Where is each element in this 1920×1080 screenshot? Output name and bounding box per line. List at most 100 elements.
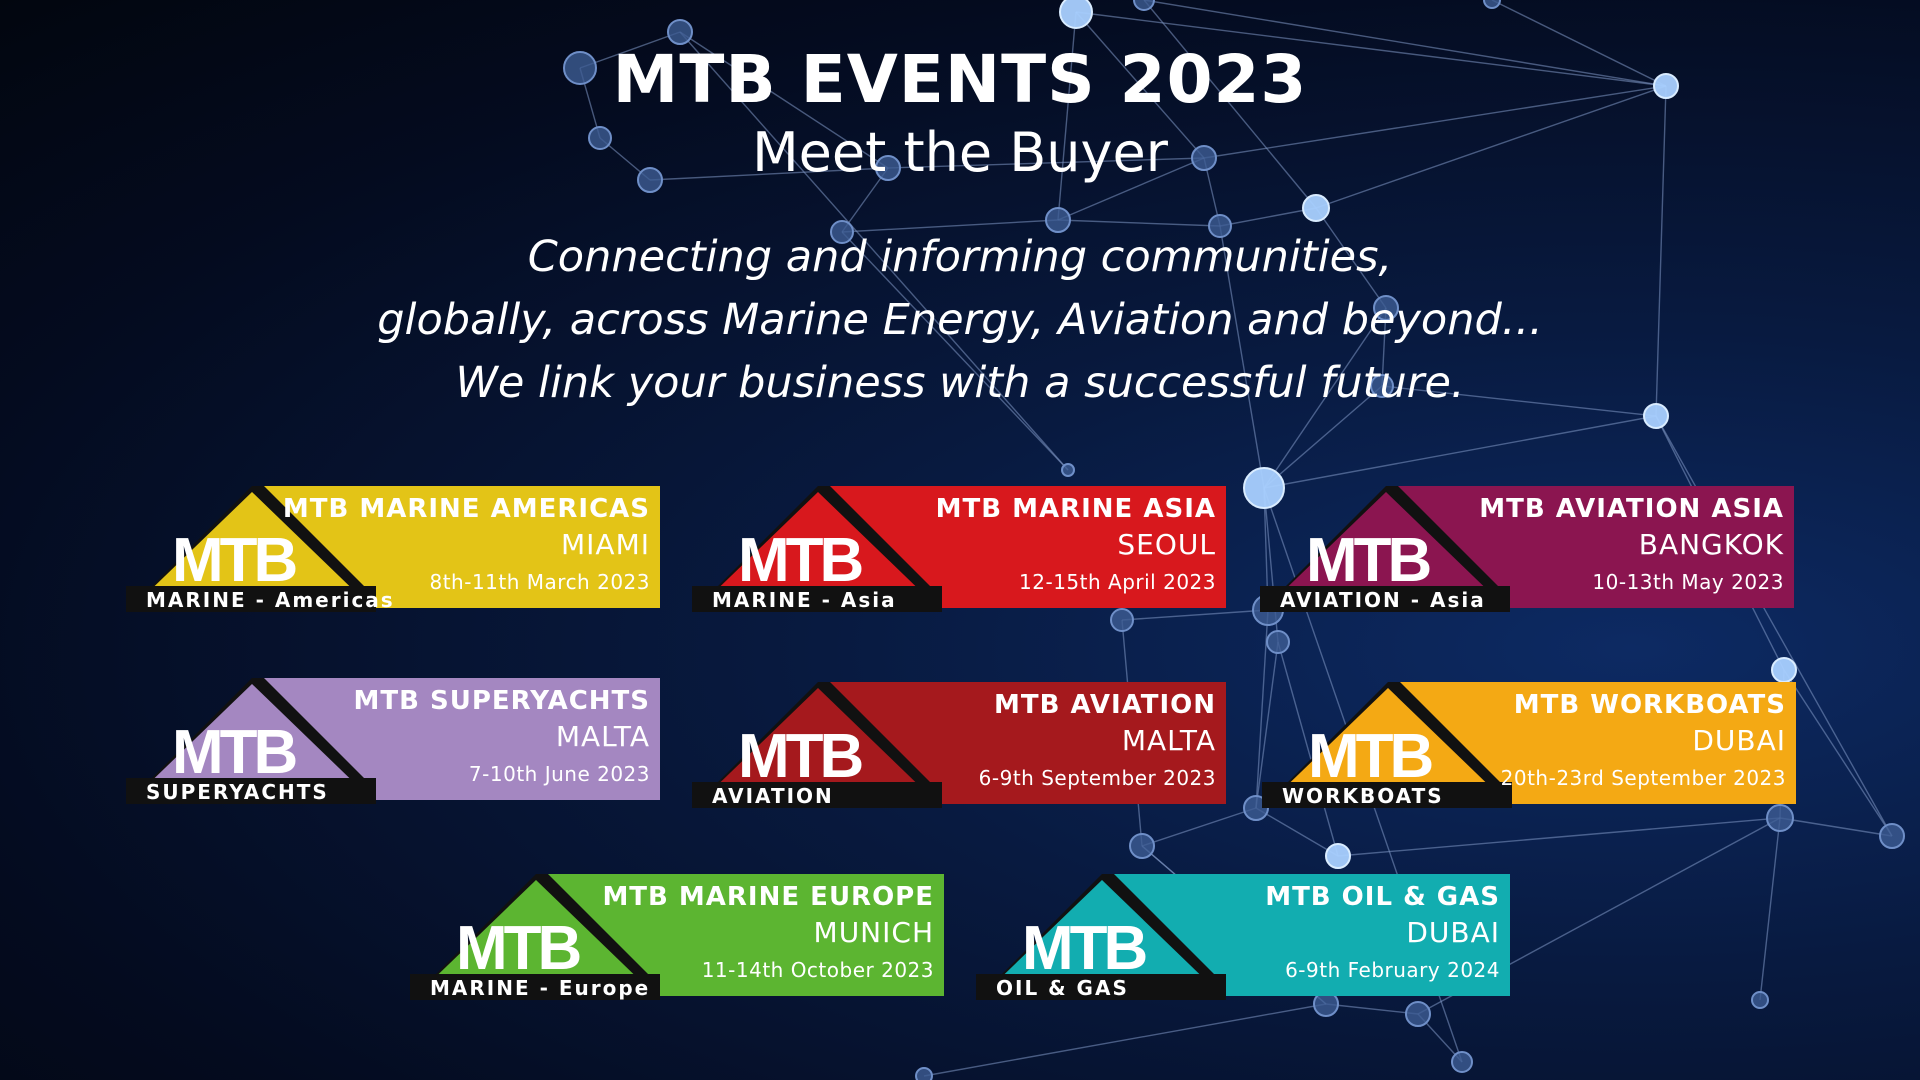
network-link bbox=[1219, 207, 1317, 227]
network-node bbox=[1483, 0, 1501, 9]
event-card-marine-asia: MTB MARINE - Asia MTB MARINE ASIA SEOUL … bbox=[692, 486, 1226, 612]
network-link bbox=[1075, 11, 1205, 159]
network-link bbox=[1315, 207, 1387, 309]
network-link bbox=[1381, 307, 1387, 387]
network-link bbox=[1255, 609, 1269, 809]
tagline: Connecting and informing communities, gl… bbox=[0, 226, 1920, 415]
event-name: MTB AVIATION ASIA bbox=[1479, 494, 1784, 524]
event-date: 20th-23rd September 2023 bbox=[1500, 766, 1786, 790]
mtb-logo-text: MTB bbox=[172, 526, 298, 595]
network-link bbox=[1255, 807, 1339, 857]
event-card-workboats: MTB WORKBOATS MTB WORKBOATS DUBAI 20th-2… bbox=[1262, 682, 1796, 808]
network-link bbox=[1315, 85, 1667, 209]
mtb-logo-text: MTB bbox=[1306, 526, 1432, 595]
network-link bbox=[1141, 807, 1257, 847]
mtb-logo-triangle bbox=[976, 874, 1226, 1000]
network-link bbox=[1759, 817, 1781, 1001]
event-category-label: MARINE - Asia bbox=[712, 588, 897, 612]
event-date: 11-14th October 2023 bbox=[701, 958, 934, 982]
network-node bbox=[1061, 463, 1075, 477]
header: MTB EVENTS 2023 Meet the Buyer bbox=[0, 40, 1920, 184]
network-node bbox=[1045, 207, 1071, 233]
event-city: MUNICH bbox=[813, 916, 934, 949]
network-link bbox=[1783, 669, 1893, 837]
network-link bbox=[1263, 415, 1657, 489]
network-node bbox=[1129, 833, 1155, 859]
event-card-marine-europe: MTB MARINE - Europe MTB MARINE EUROPE MU… bbox=[410, 874, 944, 1000]
network-node bbox=[1405, 1001, 1431, 1027]
network-node bbox=[1325, 843, 1351, 869]
network-link bbox=[1057, 11, 1077, 221]
tagline-line: Connecting and informing communities, bbox=[527, 232, 1393, 282]
network-node bbox=[830, 220, 854, 244]
network-link bbox=[1325, 1003, 1419, 1015]
network-link bbox=[679, 31, 1069, 471]
network-node bbox=[1879, 823, 1905, 849]
network-node bbox=[563, 51, 597, 85]
event-card-aviation-asia: MTB AVIATION - Asia MTB AVIATION ASIA BA… bbox=[1260, 486, 1794, 612]
event-category-label: AVIATION bbox=[712, 784, 834, 808]
network-node bbox=[637, 167, 663, 193]
network-link bbox=[841, 231, 1069, 471]
page-subtitle: Meet the Buyer bbox=[752, 121, 1168, 184]
network-link bbox=[1219, 225, 1265, 489]
mtb-logo-triangle bbox=[1260, 486, 1510, 612]
network-node bbox=[1302, 194, 1330, 222]
event-date: 7-10th June 2023 bbox=[468, 762, 650, 786]
event-city: MALTA bbox=[555, 720, 650, 753]
network-link bbox=[1337, 817, 1781, 857]
network-node bbox=[1766, 804, 1794, 832]
network-node bbox=[875, 155, 901, 181]
network-link bbox=[1143, 0, 1317, 209]
network-node bbox=[1451, 1051, 1473, 1073]
event-name: MTB AVIATION bbox=[993, 690, 1216, 720]
event-category-label: MARINE - Europe bbox=[430, 976, 651, 1000]
network-node bbox=[1243, 467, 1285, 509]
network-node bbox=[1771, 657, 1797, 683]
event-name: MTB WORKBOATS bbox=[1513, 690, 1786, 720]
network-node bbox=[1370, 374, 1394, 398]
network-node bbox=[1059, 0, 1093, 29]
network-link bbox=[1255, 641, 1279, 809]
network-node bbox=[1653, 73, 1679, 99]
event-name: MTB OIL & GAS bbox=[1265, 882, 1500, 912]
mtb-logo-triangle bbox=[410, 874, 660, 1000]
event-city: SEOUL bbox=[1117, 528, 1216, 561]
network-link bbox=[1057, 157, 1205, 221]
mtb-logo-triangle bbox=[126, 678, 376, 804]
event-card-superyachts: MTB SUPERYACHTS MTB SUPERYACHTS MALTA 7-… bbox=[126, 678, 660, 804]
tagline-line: globally, across Marine Energy, Aviation… bbox=[377, 295, 1543, 345]
event-card-oil-gas: MTB OIL & GAS MTB OIL & GAS DUBAI 6-9th … bbox=[976, 874, 1510, 1000]
network-node bbox=[1643, 403, 1669, 429]
event-category-label: WORKBOATS bbox=[1282, 784, 1444, 808]
network-link bbox=[923, 1003, 1327, 1077]
event-city: DUBAI bbox=[1692, 724, 1786, 757]
event-date: 10-13th May 2023 bbox=[1592, 570, 1784, 594]
network-link bbox=[1203, 85, 1667, 159]
network-link bbox=[887, 157, 1205, 169]
event-name: MTB MARINE ASIA bbox=[935, 494, 1216, 524]
network-link bbox=[1277, 641, 1339, 857]
network-node bbox=[1191, 145, 1217, 171]
network-node bbox=[1751, 991, 1769, 1009]
mtb-logo-triangle bbox=[1262, 682, 1512, 808]
mtb-logo-text: MTB bbox=[1022, 914, 1148, 983]
network-node bbox=[1373, 295, 1399, 321]
network-link bbox=[1655, 85, 1667, 417]
event-name: MTB MARINE AMERICAS bbox=[282, 494, 650, 524]
event-city: DUBAI bbox=[1406, 916, 1500, 949]
network-link bbox=[1263, 385, 1383, 489]
network-node bbox=[1208, 214, 1232, 238]
event-date: 8th-11th March 2023 bbox=[429, 570, 650, 594]
network-link bbox=[841, 219, 1059, 233]
network-node bbox=[1133, 0, 1155, 11]
event-date: 6-9th February 2024 bbox=[1285, 958, 1500, 982]
event-category-label: SUPERYACHTS bbox=[146, 780, 329, 804]
network-link bbox=[1143, 0, 1667, 87]
event-date: 6-9th September 2023 bbox=[978, 766, 1216, 790]
network-node bbox=[915, 1067, 933, 1080]
event-city: BANGKOK bbox=[1638, 528, 1784, 561]
mtb-logo-text: MTB bbox=[738, 722, 864, 791]
event-name: MTB MARINE EUROPE bbox=[602, 882, 934, 912]
